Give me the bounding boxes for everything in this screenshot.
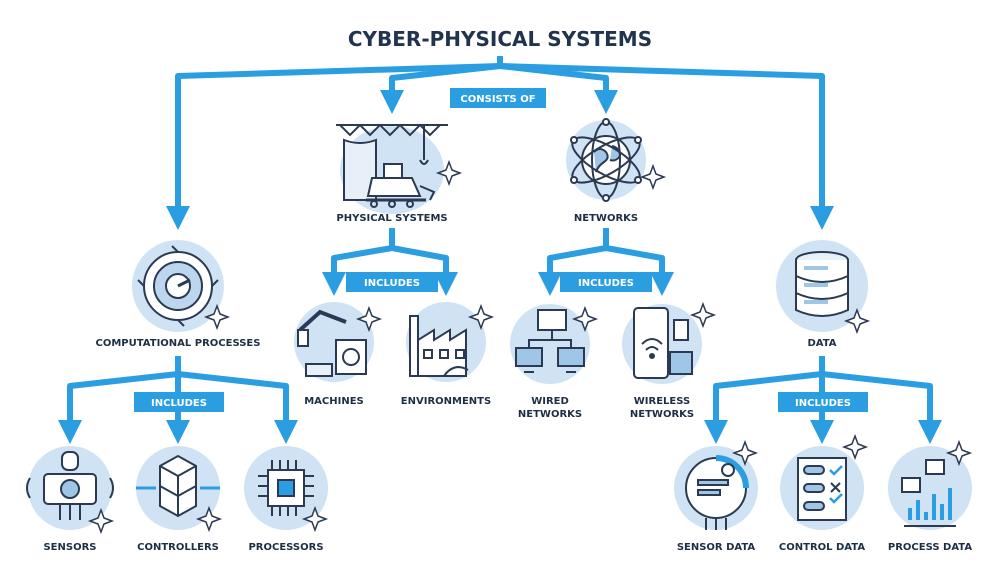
- sparkle-icon: [203, 303, 231, 331]
- sparkle-icon: [945, 439, 973, 467]
- arrow-to-sensor-data: [704, 356, 825, 444]
- sparkle-icon: [301, 505, 329, 533]
- controllers-label: CONTROLLERS: [137, 542, 219, 553]
- sparkle-icons: [87, 159, 973, 535]
- processors-chip-icon: [244, 446, 328, 530]
- control-data-label: CONTROL DATA: [779, 542, 865, 553]
- diagram-title: CYBER-PHYSICAL SYSTEMS: [348, 27, 652, 51]
- sparkle-icon: [87, 507, 115, 535]
- environments-label: ENVIRONMENTS: [401, 396, 491, 407]
- sparkle-icon: [843, 307, 871, 335]
- arrow-to-data: [499, 63, 834, 230]
- environments-factory-icon: [406, 302, 486, 382]
- sparkle-icon: [195, 505, 223, 533]
- data-label: DATA: [807, 338, 836, 349]
- sensors-label: SENSORS: [43, 542, 96, 553]
- badge-includes-networks: INCLUDES: [560, 272, 652, 292]
- sensors-icon: [26, 446, 114, 530]
- sparkle-icon: [841, 433, 869, 461]
- wireless-networks-icon: [622, 304, 702, 384]
- sparkle-icon: [571, 305, 599, 333]
- arrow-to-sensors: [58, 356, 181, 444]
- wired-networks-icon: [510, 304, 590, 384]
- badge-consists-label: CONSISTS OF: [460, 94, 535, 105]
- sparkle-icon: [689, 301, 717, 329]
- arrow-to-machines: [322, 228, 395, 296]
- arrow-to-process-data: [821, 371, 942, 444]
- badge-includes-computational: INCLUDES: [134, 392, 224, 412]
- machines-label: MACHINES: [304, 396, 364, 407]
- sparkle-icon: [435, 159, 463, 187]
- wireless-networks-label-line1: WIRELESS: [634, 396, 690, 407]
- wireless-networks-label-line2: NETWORKS: [630, 409, 694, 420]
- networks-globe-icon: [566, 118, 646, 202]
- controllers-cube-icon: [136, 446, 220, 530]
- computational-dial-icon: [132, 240, 224, 332]
- sparkle-icon: [355, 305, 383, 333]
- arrow-to-computational: [166, 56, 503, 230]
- sensor-data-icon: [674, 446, 758, 530]
- control-data-icon: [780, 446, 864, 530]
- wired-networks-label-line2: NETWORKS: [518, 409, 582, 420]
- sensor-data-label: SENSOR DATA: [677, 542, 756, 553]
- arrow-to-environments: [391, 245, 458, 296]
- sparkle-icon: [639, 163, 667, 191]
- computational-processes-label: COMPUTATIONAL PROCESSES: [96, 338, 261, 349]
- machines-robot-arm-icon: [294, 302, 374, 382]
- wired-networks-label-line1: WIRED: [531, 396, 569, 407]
- connectors: [58, 56, 942, 444]
- process-data-label: PROCESS DATA: [888, 542, 972, 553]
- sparkle-icon: [467, 303, 495, 331]
- data-database-icon: [776, 240, 868, 332]
- arrow-to-wireless: [605, 245, 674, 296]
- process-data-icon: [888, 446, 972, 530]
- badge-includes-data-label: INCLUDES: [795, 398, 851, 409]
- badge-includes-computational-label: INCLUDES: [151, 398, 207, 409]
- badge-includes-networks-label: INCLUDES: [578, 278, 634, 289]
- networks-label: NETWORKS: [574, 213, 638, 224]
- processors-label: PROCESSORS: [248, 542, 323, 553]
- sparkle-icon: [731, 439, 759, 467]
- physical-systems-label: PHYSICAL SYSTEMS: [336, 213, 447, 224]
- badge-consists: CONSISTS OF: [450, 88, 546, 108]
- badge-includes-physical-label: INCLUDES: [364, 278, 420, 289]
- badge-includes-physical: INCLUDES: [346, 272, 438, 292]
- arrow-to-networks: [499, 63, 618, 114]
- badge-includes-data: INCLUDES: [778, 392, 868, 412]
- arrow-to-processors: [177, 371, 298, 444]
- physical-systems-icon: [336, 123, 448, 214]
- arrow-to-physical: [380, 63, 501, 114]
- arrow-to-wired: [538, 228, 609, 296]
